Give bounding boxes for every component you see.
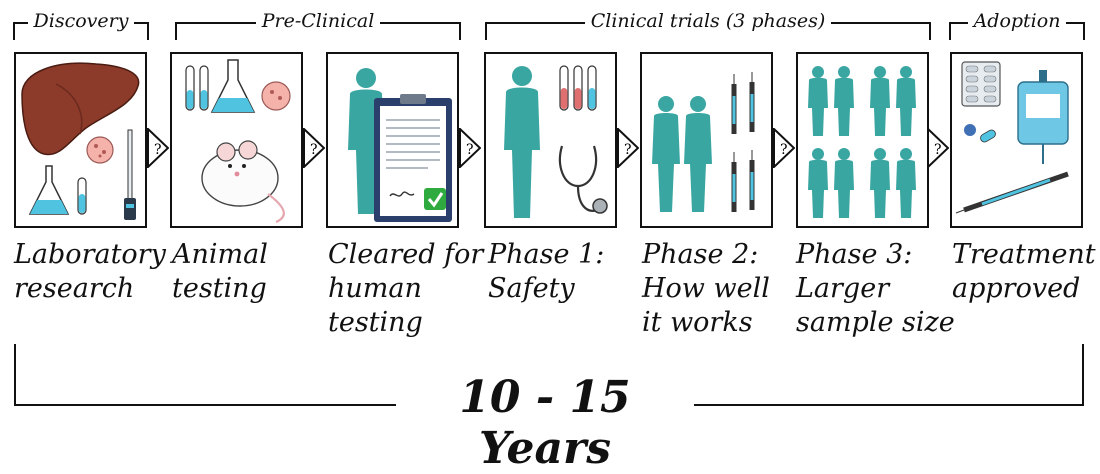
panel-animal-testing [170,52,303,228]
arrow-2-symbol: ? [310,142,318,158]
syringe-icon [955,171,1069,214]
human-figure-icon [684,96,712,212]
stethoscope-icon [558,145,608,214]
timeline-duration-label: 10 - 15 Years [459,372,631,474]
caption-animal-testing: Animal testing [172,239,268,304]
caption-treatment-approved: Treatment approved [952,239,1096,304]
mouse-illustration [201,140,285,224]
human-figure-icon [896,148,916,218]
phase-bracket-adoption: Adoption [949,10,1085,42]
test-tube-icon [77,177,87,215]
check-icon [424,188,446,210]
human-figure-icon [896,66,916,136]
phase-bracket-preclinical: Pre-Clinical [175,10,461,42]
test-tubes-icon [559,65,597,111]
arrow-5-symbol: ? [780,142,788,158]
phase-label-adoption: Adoption [967,10,1067,32]
human-figure-icon [870,148,890,218]
pipette-icon [124,129,136,220]
human-figure-icon [504,66,540,218]
phase-label-clinical: Clinical trials (3 phases) [584,10,832,32]
timeline-left-tick [14,344,16,406]
human-figure-icon [808,66,828,136]
phase-label-discovery: Discovery [27,10,135,32]
human-figure-icon [652,96,680,212]
arrow-1: ? [147,128,169,168]
pill-pack-icon [961,61,1001,107]
petri-dish-icon [261,81,291,111]
signature-icon [389,191,415,197]
arrow-6: ? [927,128,949,168]
panel-phase-2 [640,52,773,228]
crowd-illustration [808,66,916,218]
test-tubes-icon [185,65,209,111]
timeline-line-left [14,404,396,406]
caption-phase-1: Phase 1: Safety [488,239,605,304]
panel-cleared-for-human-testing [326,52,459,228]
arrow-4: ? [617,128,639,168]
human-figure-icon [834,66,854,136]
timeline-right-tick [1082,344,1084,406]
panel-phase-3 [796,52,929,228]
arrow-5: ? [773,128,795,168]
human-figure-icon [834,148,854,218]
arrow-2: ? [303,128,325,168]
human-figure-icon [870,66,890,136]
human-figure-icon [808,148,828,218]
iv-bag-icon [1017,70,1069,164]
flask-icon [28,165,70,215]
pills-icon [964,124,996,143]
arrow-6-symbol: ? [934,142,942,158]
caption-cleared-for-human-testing: Cleared for human testing [328,239,484,338]
caption-laboratory-research: Laboratory research [14,239,166,304]
panel-treatment-approved [950,52,1083,228]
caption-phase-3: Phase 3: Larger sample size [796,239,955,338]
arrow-1-symbol: ? [154,142,162,158]
petri-dish-icon [86,136,114,164]
arrow-3-symbol: ? [466,142,474,158]
flask-icon [210,59,256,113]
phase-bracket-discovery: Discovery [13,10,149,42]
arrow-3: ? [459,128,481,168]
phase-bracket-clinical: Clinical trials (3 phases) [485,10,931,42]
caption-phase-2: Phase 2: How well it works [642,239,770,338]
panel-laboratory-research [14,52,147,228]
timeline-line-right [694,404,1084,406]
panel-phase-1 [484,52,617,228]
liver-illustration [21,62,140,156]
arrow-4-symbol: ? [624,142,632,158]
phase-label-preclinical: Pre-Clinical [255,10,381,32]
